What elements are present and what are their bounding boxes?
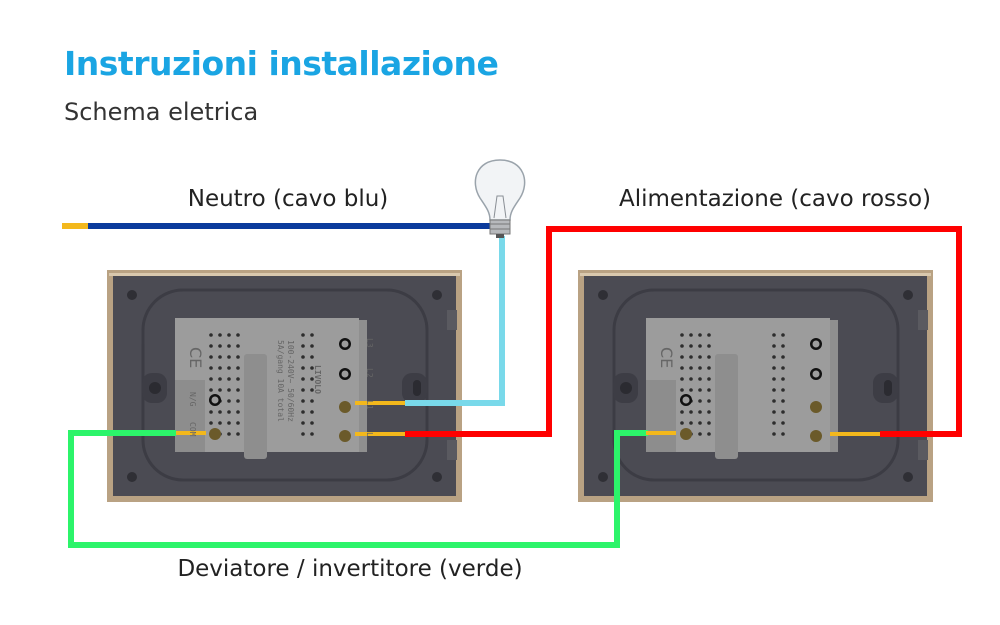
traveler-wire-tip [176,431,206,435]
traveler-wire-label: Deviatore / invertitore (verde) [177,556,523,582]
traveler-wire-tip-2 [646,431,676,435]
terminal-l: L [365,432,374,437]
traveler-wire [68,430,648,548]
terminal-l3: L3 [365,338,374,348]
module-brand: LIVOLO [313,365,322,394]
module-rating-2: 5A/gang 10A total [276,340,285,422]
light-bulb-icon [474,159,526,238]
terminal-l1: L1 [365,400,374,410]
page-title: Instruzioni installazione [64,44,499,83]
load-wire-tip [355,401,405,405]
terminal-com: COM [188,422,197,437]
module-markings-1: 100-240V~ 50/60Hz 5A/gang 10A total LIVO… [188,338,374,437]
page-subtitle: Schema eletrica [64,98,259,126]
terminal-l2: L2 [365,368,374,378]
supply-wire [405,226,962,437]
terminal-ng: N/G [188,392,197,407]
neutral-wire-label: Neutro (cavo blu) [187,186,389,212]
load-wire [405,236,505,406]
supply-wire-label: Alimentazione (cavo rosso) [618,186,932,212]
neutral-wire [88,223,493,229]
module-rating-1: 100-240V~ 50/60Hz [286,340,295,422]
supply-wire-tip [355,432,405,436]
neutral-wire-tip [62,223,89,229]
supply-wire-tip-2 [830,432,880,436]
switch-plate-2 [576,268,935,504]
